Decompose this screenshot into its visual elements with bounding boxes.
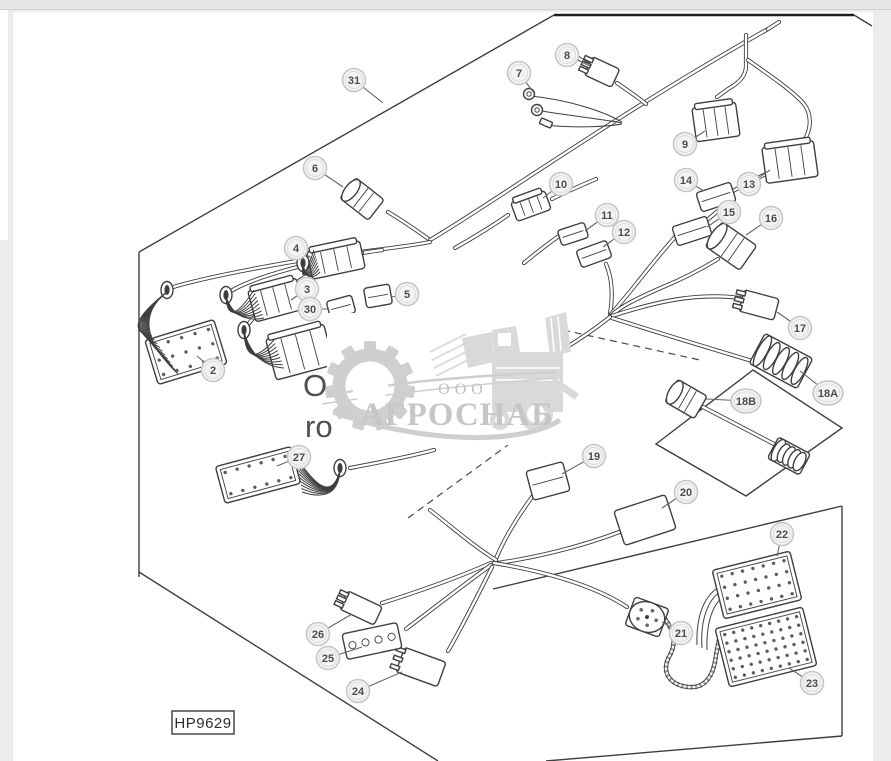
part-4-connector xyxy=(306,237,366,280)
callout-24: 24 xyxy=(345,671,403,704)
part-23-connector xyxy=(715,606,817,688)
ring-terminal-icon xyxy=(530,103,544,117)
svg-text:22: 22 xyxy=(776,529,788,541)
part-13-connector xyxy=(761,136,819,184)
callout-16: 16 xyxy=(745,205,784,236)
callout-17: 17 xyxy=(776,311,813,341)
callout-6: 6 xyxy=(302,155,344,188)
part-3-connector xyxy=(247,274,305,322)
callout-18B: 18B xyxy=(705,388,762,414)
drawing-number-plate: HP9629 xyxy=(171,710,235,735)
svg-text:19: 19 xyxy=(588,451,600,463)
underlay-text-fragments: O ro xyxy=(303,368,333,444)
svg-text:24: 24 xyxy=(352,686,365,698)
callout-30: 30 xyxy=(297,296,328,322)
svg-text:12: 12 xyxy=(618,227,630,239)
svg-text:18B: 18B xyxy=(736,396,756,408)
svg-text:31: 31 xyxy=(348,75,360,87)
gear-icon xyxy=(324,341,416,431)
callout-3: 3 xyxy=(290,276,320,302)
wire-fans xyxy=(137,249,347,496)
part-6-connector xyxy=(340,178,384,220)
part-26-connector xyxy=(333,588,383,625)
callout-8: 8 xyxy=(554,42,591,68)
watermark-org-form: ООО xyxy=(438,381,488,398)
svg-text:15: 15 xyxy=(723,207,735,219)
blade-terminal-icon xyxy=(538,117,554,129)
callout-13: 13 xyxy=(736,169,771,197)
connectors xyxy=(144,54,819,688)
svg-text:3: 3 xyxy=(304,284,310,296)
part-25-connector xyxy=(341,622,403,660)
part-17-connector xyxy=(731,288,780,321)
callout-25: 25 xyxy=(315,645,363,671)
text-fragment-1: O xyxy=(303,368,327,403)
callout-31: 31 xyxy=(341,67,384,104)
callout-9: 9 xyxy=(672,130,706,157)
callout-21: 21 xyxy=(661,620,694,646)
top-left-white-box xyxy=(0,10,8,240)
part-7-terminals xyxy=(522,87,623,129)
svg-text:5: 5 xyxy=(404,289,410,301)
svg-text:27: 27 xyxy=(293,452,305,464)
svg-text:30: 30 xyxy=(304,304,316,316)
svg-text:4: 4 xyxy=(293,243,300,255)
callout-4: 4 xyxy=(283,235,314,261)
top-strip xyxy=(0,0,891,9)
callout-22: 22 xyxy=(769,521,795,557)
drawing-number: HP9629 xyxy=(174,715,231,732)
callout-10: 10 xyxy=(542,171,574,199)
callout-19: 19 xyxy=(561,443,607,475)
part-19-connector xyxy=(525,461,571,501)
callout-11: 11 xyxy=(584,202,620,232)
svg-text:18A: 18A xyxy=(818,388,838,400)
part-18Bp-connector xyxy=(665,379,707,419)
watermark-company-name: АГРОСНАБ xyxy=(360,397,554,433)
callout-26: 26 xyxy=(305,613,353,647)
svg-text:16: 16 xyxy=(765,213,777,225)
part-5-connector xyxy=(363,283,393,309)
part-16-connector xyxy=(705,222,757,270)
sub-sheet-18b xyxy=(654,369,844,497)
callout-15: 15 xyxy=(706,199,742,228)
svg-text:6: 6 xyxy=(312,163,318,175)
combine-harvester-icon xyxy=(429,312,580,431)
callout-7: 7 xyxy=(506,60,535,94)
part-12-connector xyxy=(576,240,612,268)
watermark: ООО АГРОСНАБ xyxy=(321,312,580,445)
part-18Be-connector xyxy=(767,437,811,475)
callout-23: 23 xyxy=(788,667,825,696)
part-24-connector xyxy=(389,645,446,687)
part-18A-connector xyxy=(749,333,813,389)
ring-terminal-icon xyxy=(522,87,536,101)
svg-text:10: 10 xyxy=(555,179,567,191)
svg-text:7: 7 xyxy=(516,68,522,80)
part-22-connector xyxy=(712,551,802,619)
svg-text:23: 23 xyxy=(806,678,818,690)
callout-12: 12 xyxy=(602,219,637,248)
svg-text:26: 26 xyxy=(312,629,324,641)
svg-text:25: 25 xyxy=(322,653,334,665)
svg-text:13: 13 xyxy=(743,179,755,191)
svg-text:8: 8 xyxy=(564,50,570,62)
callout-18A: 18A xyxy=(799,370,844,406)
callout-27: 27 xyxy=(276,444,312,470)
svg-text:17: 17 xyxy=(794,323,806,335)
svg-text:2: 2 xyxy=(210,365,216,377)
part-20-connector xyxy=(613,494,677,546)
callout-2: 2 xyxy=(196,355,226,383)
svg-text:14: 14 xyxy=(680,175,693,187)
part-10-connector xyxy=(510,187,552,222)
part-11-connector xyxy=(557,222,589,246)
callout-20: 20 xyxy=(661,479,699,509)
svg-text:9: 9 xyxy=(682,139,688,151)
svg-text:11: 11 xyxy=(601,210,613,222)
callout-14: 14 xyxy=(673,167,705,193)
svg-text:20: 20 xyxy=(680,487,692,499)
text-fragment-2: ro xyxy=(305,409,333,444)
callout-5: 5 xyxy=(390,281,420,307)
svg-text:21: 21 xyxy=(675,628,687,640)
